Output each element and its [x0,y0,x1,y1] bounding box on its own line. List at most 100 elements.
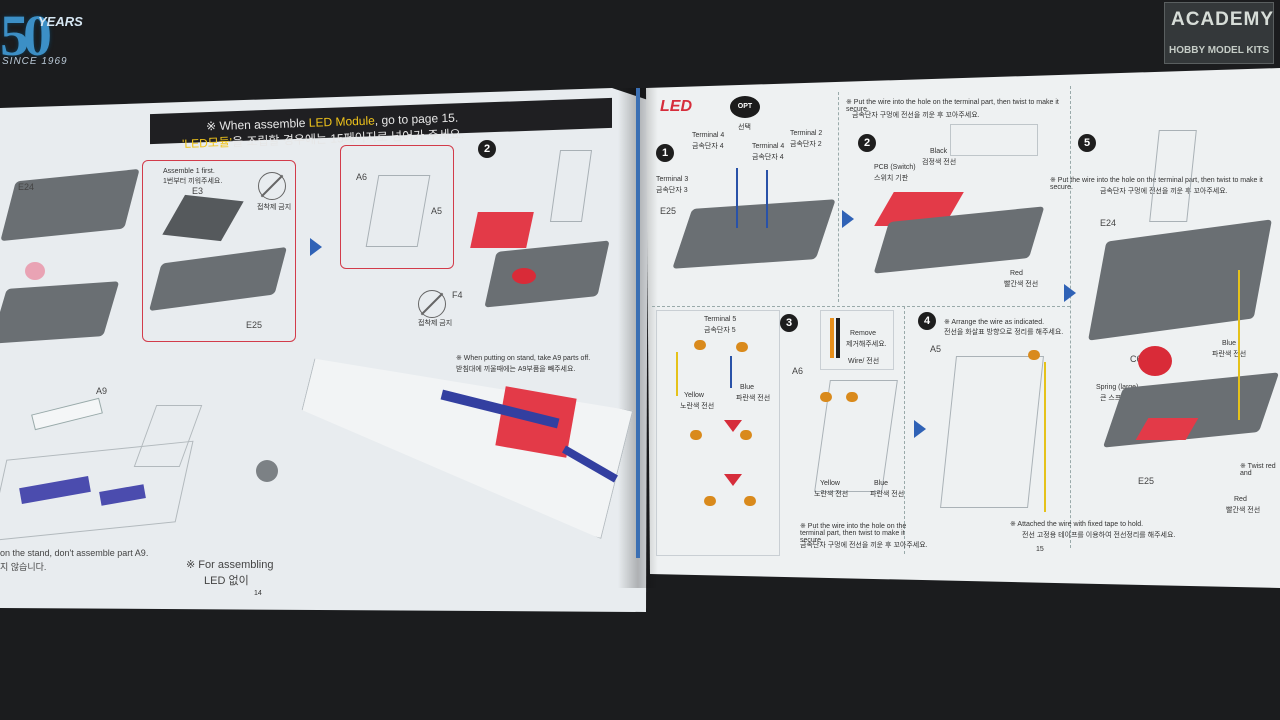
step-5-marker: 5 [1078,134,1096,152]
academy-tagline: HOBBY MODEL KITS [1169,45,1270,56]
label-e24-right: E24 [1100,218,1117,228]
arrange-note-korean: 전선을 화살표 방향으로 정리를 해주세요. [944,329,1064,336]
opt-badge-korean: 선택 [738,124,751,131]
assemble-first-part: 1 [195,168,200,175]
terminal-4-korean-a: 금속단자 4 [692,143,724,150]
bottom-note-middle-korean: LED 없이 [204,575,249,587]
no-cement-icon [258,172,286,200]
spring-label: Spring (large) [1096,384,1139,391]
bottom-note-left-korean: 지 않습니다. [0,562,47,572]
twist-note: ※ Twist red and [1240,463,1276,477]
terminal-2-label: Terminal 2 [790,130,823,137]
page-edge-stripe [636,88,640,558]
stand-note-korean: 받침대에 끼울때에는 A9부품을 빼주세요. [456,366,576,373]
step-3-note-korean: 금속단자 구멍에 전선을 끼운 후 꼬아주세요. [800,542,928,549]
terminal-clip-illustration-2 [736,342,748,352]
red-wire-label: Red [1010,270,1023,277]
academy-logo: ACADEMY HOBBY MODEL KITS [1164,2,1274,64]
terminal-3-label: Terminal 3 [656,176,689,183]
black-wire-label: Black [930,148,948,155]
step2-inset-box [950,124,1038,156]
blue-wire-korean-3: 파란색 전선 [1212,351,1247,358]
yellow-wire-korean-2: 노란색 전선 [814,491,849,498]
terminal-clip-illustration-3 [690,430,702,440]
anniversary-logo: 50 YEARS SINCE 1969 [0,0,110,80]
header-ko-highlight: 'LED모듈' [181,135,233,151]
manual-page-left [0,88,648,612]
terminal-clip-illustration-8 [846,392,858,402]
label-a6-right: A6 [792,366,804,376]
pcb-switch-label: PCB (Switch) [874,164,916,171]
assemble-first-korean: 1번부터 끼워주세요. [163,178,223,185]
yellow-wire-label-2: Yellow [820,480,840,487]
label-a6: A6 [356,172,368,182]
step-2-note-english: ※ Put the wire into the hole on the term… [846,99,1059,113]
anniversary-since: SINCE 1969 [2,56,68,67]
left-page-number: 14 [254,590,262,597]
red-wire-korean: 빨간색 전선 [1004,281,1039,288]
red-wire-korean-2: 빨간색 전선 [1226,507,1261,514]
academy-wordmark: ACADEMY [1171,9,1275,30]
remove-label: Remove [850,330,877,337]
blue-wire-label: Blue [740,384,755,391]
opt-badge: OPT [730,96,760,118]
right-page-number: 15 [1036,546,1044,553]
label-e3: E3 [192,186,204,196]
anniversary-number: 50 [0,3,52,68]
no-cement-label-2: 접착제 금지 [418,320,453,327]
remove-korean: 제거해주세요. [846,341,887,348]
sticker-illustration [25,262,45,280]
arrow-right-icon-3 [1064,284,1076,302]
arrow-right-icon [310,238,322,256]
blue-wire-illustration [730,356,732,388]
arrow-right-icon-2 [842,210,854,228]
red-wire-label-2: Red [1234,496,1247,503]
arrow-right-icon-4 [914,420,926,438]
arrow-down-icon [724,420,742,432]
step-2-note-korean: 금속단자 구멍에 전선을 끼운 후 꼬아주세요. [852,112,980,119]
anniversary-years: YEARS [38,14,83,29]
arrow-down-icon-2 [724,474,742,486]
wire-strip-inset [820,310,894,370]
wire-detail-box [656,310,780,556]
terminal-2-korean: 금속단자 2 [790,141,822,148]
yellow-wire-run [1044,362,1046,512]
part-base-illustration [0,281,120,344]
step-3-marker: 3 [780,314,798,332]
terminal-clip-illustration-4 [740,430,752,440]
orange-wire-illustration [830,318,834,358]
step-divider-1 [838,92,839,302]
step-2-marker: 2 [478,140,496,158]
label-c6: C6 [1130,354,1142,364]
terminal-clip-illustration-5 [704,496,716,506]
step-2-right-marker: 2 [858,134,876,152]
step-5-note-korean: 금속단자 구멍에 전선을 끼운 후 꼬아주세요. [1100,188,1228,195]
terminal-clip-illustration-7 [820,392,832,402]
label-e25-right: E25 [660,206,677,216]
terminal-4-label-a: Terminal 4 [692,132,725,139]
attached-note-korean: 전선 고정용 테이프를 이용하여 전선정리를 해주세요. [1022,532,1176,539]
assemble-first-text: Assemble [163,168,194,175]
pcb-switch-korean: 스위치 기판 [874,175,909,182]
blue-wire-korean: 파란색 전선 [736,395,771,402]
bottom-note-left: on the stand, don't assemble part A9. [0,548,149,558]
terminal-clip-illustration [694,340,706,350]
black-wire-korean: 검정색 전선 [922,159,957,166]
stand-a5-illustration [940,356,1044,508]
subassembly-box [142,160,296,342]
step-divider-3 [904,306,905,554]
blue-wire-label-2: Blue [874,480,889,487]
terminal-clip-illustration-6 [744,496,756,506]
blue-wire-korean-2: 파란색 전선 [870,491,905,498]
label-e25: E25 [246,320,263,330]
part-c6-illustration [1138,346,1172,376]
step-divider-2 [1070,86,1071,548]
terminal-clip-illustration-9 [1028,350,1040,360]
yellow-wire-label: Yellow [684,392,704,399]
header-en-highlight: LED Module [308,113,376,130]
row-divider [652,306,1070,307]
wire-label: Wire/ 전선 [848,358,880,365]
spring-korean: 큰 스프링 [1100,395,1128,402]
switch-button-illustration [512,268,536,284]
label-f4: F4 [452,290,463,300]
